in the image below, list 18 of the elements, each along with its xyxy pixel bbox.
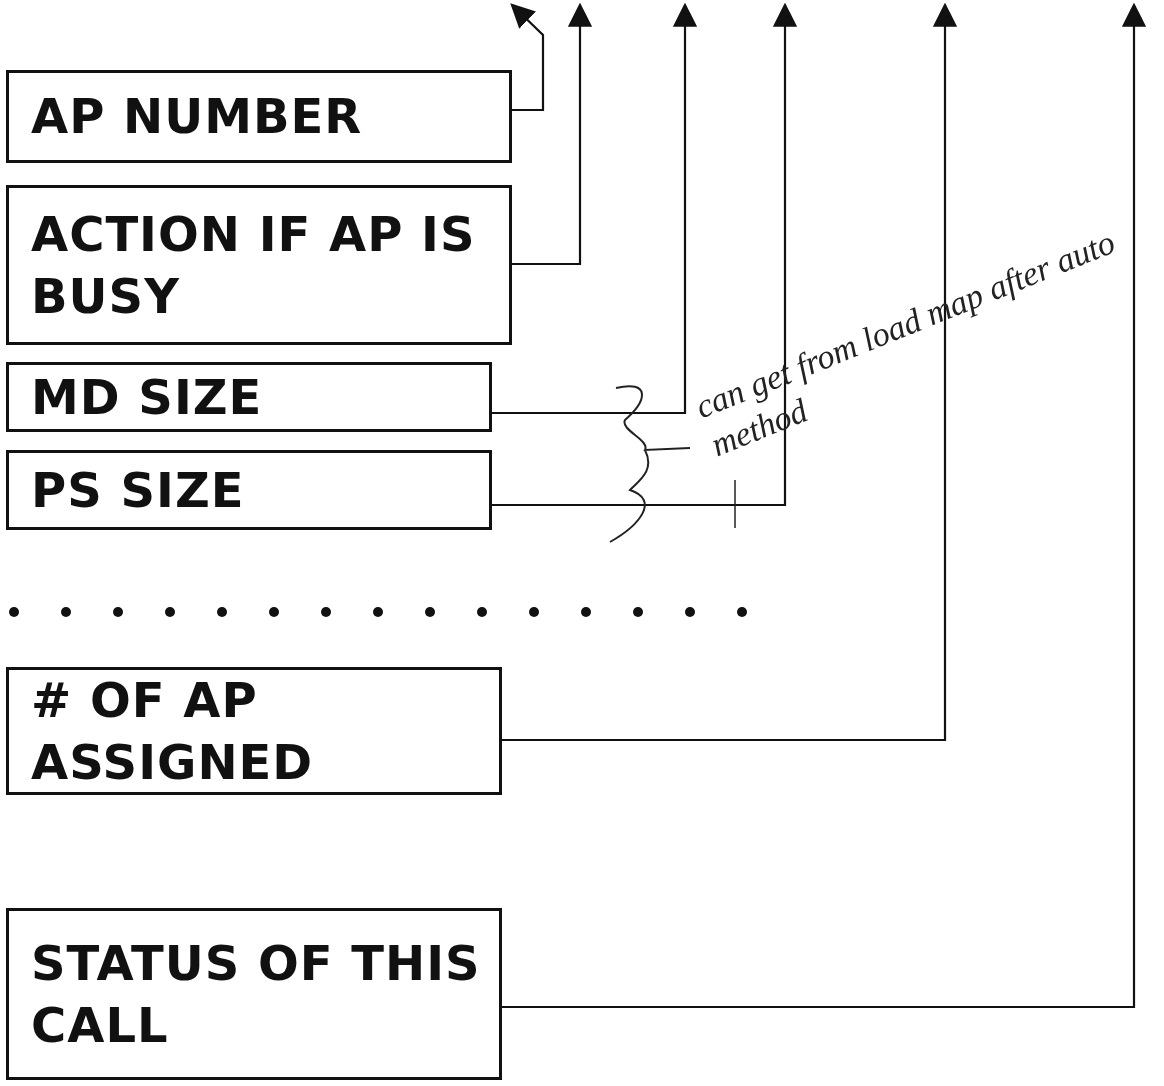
arrow	[502, 2, 958, 742]
arrow	[492, 2, 798, 507]
field-label: MD SIZE	[31, 367, 263, 427]
field-box	[6, 450, 492, 530]
field-label: # OF AP ASSIGNED	[31, 670, 315, 792]
field-box	[6, 185, 512, 345]
arrow	[510, 3, 545, 112]
arrow	[502, 2, 1147, 1009]
field-box	[6, 667, 502, 795]
field-label: STATUS OF THIS CALL	[31, 933, 482, 1055]
field-box	[6, 362, 492, 432]
field-label: PS SIZE	[31, 460, 245, 520]
arrow	[492, 2, 698, 415]
field-label: AP NUMBER	[31, 87, 363, 147]
arrow	[512, 2, 593, 266]
field-box	[6, 70, 512, 163]
field-label: ACTION IF AP IS BUSY	[31, 204, 477, 326]
field-box	[6, 908, 502, 1080]
